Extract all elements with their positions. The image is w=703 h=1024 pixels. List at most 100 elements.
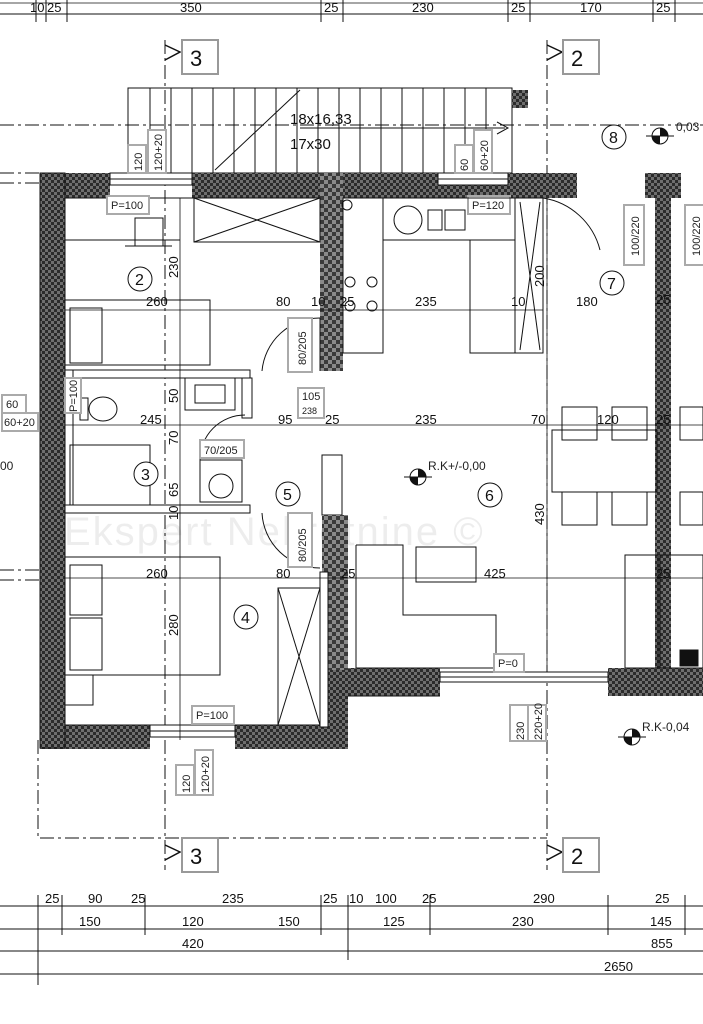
dim-260a: 260 [146, 294, 168, 309]
window-room2-height: 120+20 [153, 134, 165, 171]
dim-50: 50 [166, 389, 181, 403]
living-furniture [355, 406, 703, 669]
dim-80a: 80 [276, 294, 290, 309]
dim-200: 200 [532, 265, 547, 287]
dim-25f: 25 [656, 566, 670, 581]
door-d3-box [287, 512, 313, 568]
room-6-marker [477, 482, 503, 508]
watermark: Ekspert Nekretnine © [64, 510, 485, 554]
room-4-number: 4 [241, 610, 250, 627]
bottom-dim-lines [0, 895, 703, 985]
dim-25a: 25 [340, 294, 354, 309]
dim-425: 425 [484, 566, 506, 581]
top-dim-5: 25 [511, 0, 525, 15]
bdim-r1-1: 90 [88, 891, 102, 906]
section-marker-2-bottom: 2 [546, 837, 600, 873]
room-7-number: 7 [607, 276, 616, 293]
left-dim-00: 00 [0, 459, 14, 473]
window-room2: 120 120+20 P=100 [106, 129, 193, 215]
bdim-r2-4: 230 [512, 914, 534, 929]
bath-window-sill: P=100 [68, 380, 80, 412]
room-3-number: 3 [141, 467, 150, 484]
bdim-r1-3: 235 [222, 891, 244, 906]
dim-245: 245 [140, 412, 162, 427]
dim-238: 238 [302, 406, 317, 416]
dim-235b: 235 [415, 412, 437, 427]
bdim-r1-4: 25 [323, 891, 337, 906]
section-label-2-top: 2 [571, 46, 583, 71]
door-105-box [297, 387, 325, 419]
fridge-cross [519, 201, 541, 351]
room-2-number: 2 [135, 272, 144, 289]
column-corner [512, 90, 528, 108]
top-dim-2: 350 [180, 0, 202, 15]
dim-235a: 235 [415, 294, 437, 309]
door-d3: 80/205 [297, 528, 309, 562]
level-main-text: R.K+/-0,00 [428, 459, 486, 473]
level-marker-main [404, 468, 432, 486]
bdim-r2-5: 145 [650, 914, 672, 929]
dim-65: 65 [166, 483, 181, 497]
top-dim-7: 25 [656, 0, 670, 15]
dim-70a: 70 [166, 431, 181, 445]
bath-window-box [64, 377, 82, 414]
door-d2-box [199, 439, 245, 459]
room-4-marker [233, 604, 259, 630]
bdim-r4-0: 2650 [604, 959, 633, 974]
window-room2-width: 120 [133, 153, 145, 171]
dim-260b: 260 [146, 566, 168, 581]
level-marker-top [646, 127, 674, 145]
level-top-text: 0,03 [676, 120, 700, 134]
section-label-2-bottom: 2 [571, 844, 583, 869]
section-marker-3-top: 3 [164, 39, 219, 75]
top-dim-1: 25 [47, 0, 61, 15]
level-outside-text: R.K-0,04 [642, 720, 690, 734]
window-bedroom4-width: 120 [181, 775, 193, 793]
room-2-marker [127, 266, 153, 292]
bdim-r3-1: 855 [651, 936, 673, 951]
dim-25c: 25 [656, 412, 670, 427]
bdim-r1-9: 25 [655, 891, 669, 906]
bedroom4-furniture [64, 556, 321, 726]
room-8-marker [601, 124, 627, 150]
dim-10b: 10 [511, 294, 525, 309]
dim-10c: 10 [166, 506, 181, 520]
dim-180: 180 [576, 294, 598, 309]
entrance-height: 220+20 [533, 703, 545, 740]
bdim-r1-6: 100 [375, 891, 397, 906]
bdim-r3-0: 420 [182, 936, 204, 951]
fridge-unit [514, 197, 544, 354]
bdim-r2-2: 150 [278, 914, 300, 929]
room7-door-b: 100/220 [691, 216, 703, 256]
window-kitchen-sill: P=120 [472, 200, 504, 212]
bdim-r1-8: 290 [533, 891, 555, 906]
top-dim-3: 25 [324, 0, 338, 15]
exterior-walls [40, 173, 703, 749]
window-bedroom4-height: 120+20 [200, 756, 212, 793]
kitchen-units [341, 197, 524, 354]
left-window-height: 60+20 [4, 417, 35, 429]
window-kitchen-width: 60 [459, 159, 471, 171]
dim-25d: 25 [656, 292, 670, 307]
door-d1-box [287, 317, 313, 373]
entrance-sill: P=0 [498, 658, 518, 670]
top-dimension-chain: 10 25 350 25 230 25 170 25 [0, 0, 703, 22]
interior-dim-lines [65, 198, 703, 740]
section-marker-3-bottom: 3 [164, 837, 219, 873]
window-room2-sill: P=100 [111, 200, 143, 212]
top-dim-4: 230 [412, 0, 434, 15]
bdim-r2-1: 120 [182, 914, 204, 929]
level-marker-outside [618, 728, 646, 746]
dim-25b: 25 [325, 412, 339, 427]
dim-95: 95 [278, 412, 292, 427]
main-entrance: P=0 230 220+20 [439, 653, 609, 742]
dim-70b: 70 [531, 412, 545, 427]
section-label-3-top: 3 [190, 46, 202, 71]
bdim-r1-0: 25 [45, 891, 59, 906]
room7-door-a: 100/220 [630, 216, 642, 256]
window-bedroom4: P=100 120 120+20 [149, 705, 236, 796]
door-d1: 80/205 [297, 331, 309, 365]
room-3-marker [133, 461, 159, 487]
section-label-3-bottom: 3 [190, 844, 202, 869]
